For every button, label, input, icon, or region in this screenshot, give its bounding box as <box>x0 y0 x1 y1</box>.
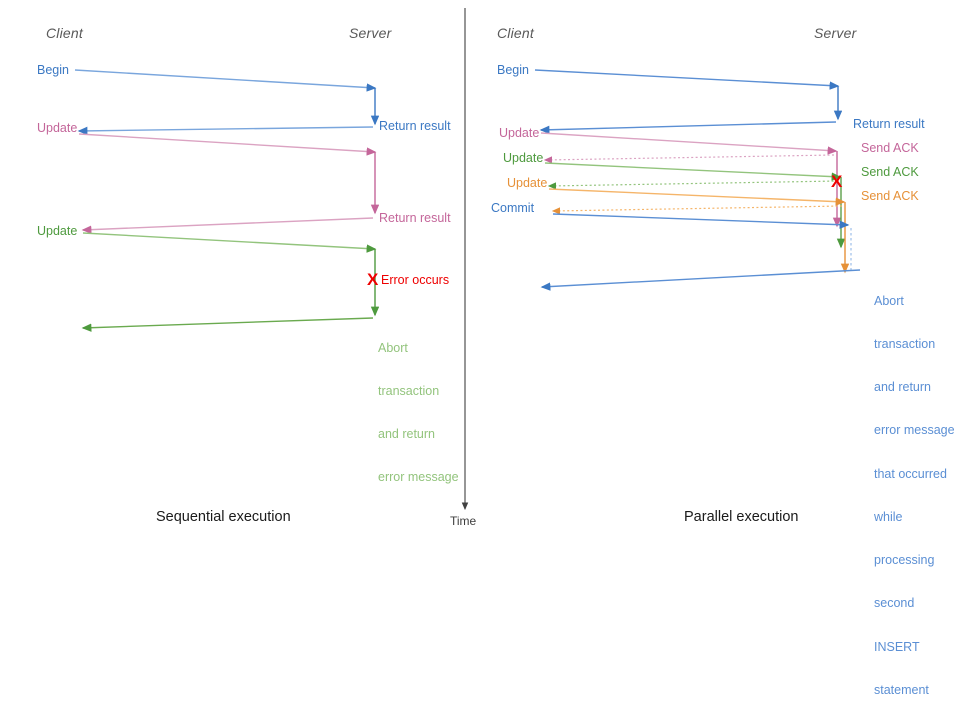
abort-line: and return <box>378 427 435 442</box>
server-msg-send-ack-pink: Send ACK <box>861 141 919 155</box>
client-msg-update-green-sequential: Update <box>37 224 78 238</box>
msg-update-pink-request-parallel <box>540 132 838 155</box>
msg-update-orange-request-parallel <box>548 188 846 206</box>
msg-abort-return-left <box>81 317 374 332</box>
error-x-icon-sequential: X <box>367 270 379 289</box>
msg-update-green-request-parallel <box>544 162 842 181</box>
msg-return-result-2 <box>81 217 374 234</box>
server-block-abort-parallel: Abort transaction and return error messa… <box>874 265 955 726</box>
server-block-abort-sequential: Abort transaction and return error messa… <box>378 312 459 514</box>
abort-line: Abort <box>874 293 904 308</box>
ack-orange-dotted <box>551 205 843 215</box>
client-msg-begin-parallel: Begin <box>497 63 529 77</box>
client-msg-update-orange-parallel: Update <box>507 176 548 190</box>
abort-line: processing <box>874 553 935 568</box>
abort-line: that occurred <box>874 466 947 481</box>
caption-sequential: Sequential execution <box>156 509 291 525</box>
time-axis-label: Time <box>450 514 477 528</box>
server-msg-send-ack-green: Send ACK <box>861 165 919 179</box>
msg-begin-request <box>74 69 377 92</box>
ack-pink-dotted <box>543 154 835 164</box>
client-label-parallel: Client <box>497 25 534 41</box>
server-msg-error-occurs: Error occurs <box>381 273 450 287</box>
msg-abort-return-right <box>540 269 861 291</box>
msg-commit-request <box>552 213 850 229</box>
server-msg-return-result-1: Return result <box>379 119 451 133</box>
client-msg-begin-sequential: Begin <box>37 63 69 77</box>
error-x-icon-parallel: X <box>831 172 843 191</box>
server-msg-return-result-parallel: Return result <box>853 117 925 131</box>
client-msg-update-pink-sequential: Update <box>37 121 78 135</box>
abort-line: INSERT <box>874 639 920 654</box>
abort-line: error message <box>378 470 459 485</box>
abort-line: second <box>874 596 915 611</box>
client-msg-update-pink-parallel: Update <box>499 126 540 140</box>
msg-return-result-1 <box>77 126 374 136</box>
msg-return-result-parallel <box>539 121 837 134</box>
client-msg-update-green-parallel: Update <box>503 151 544 165</box>
client-label-sequential: Client <box>46 25 83 41</box>
msg-begin-request-parallel <box>534 69 840 90</box>
server-msg-return-result-2: Return result <box>379 211 451 225</box>
server-msg-send-ack-orange: Send ACK <box>861 189 919 203</box>
sequence-diagram-canvas: Client Server Begin Update Update Return… <box>37 8 955 697</box>
abort-line: transaction <box>378 384 440 399</box>
server-label-sequential: Server <box>349 25 392 41</box>
server-label-parallel: Server <box>814 25 857 41</box>
client-msg-commit-parallel: Commit <box>491 201 535 215</box>
msg-update-green-request <box>82 232 377 253</box>
abort-line: transaction <box>874 337 936 352</box>
msg-update-pink-request <box>78 133 377 156</box>
caption-parallel: Parallel execution <box>684 509 799 525</box>
abort-line: while <box>874 509 903 524</box>
ack-green-dotted <box>547 180 839 190</box>
diagram-vector-layer <box>74 8 861 511</box>
abort-line: and return <box>874 380 931 395</box>
abort-line: Abort <box>378 340 408 355</box>
abort-line: statement <box>874 682 929 697</box>
abort-line: error message <box>874 423 955 438</box>
